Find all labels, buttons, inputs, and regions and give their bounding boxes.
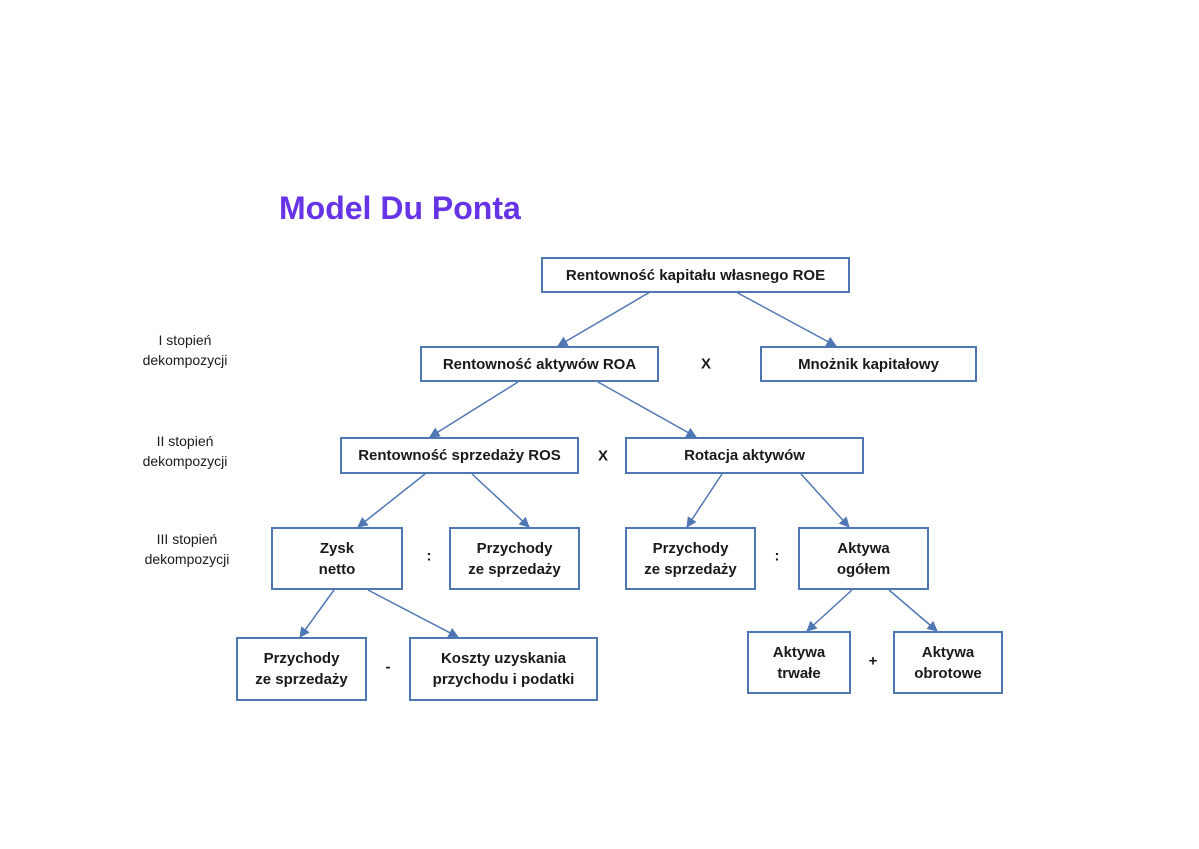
- level-label-3: III stopień dekompozycji: [144, 531, 230, 567]
- node-ros: Rentowność sprzedaży ROS: [340, 437, 579, 474]
- node-przychody-sprzedazy-2: Przychody ze sprzedaży: [625, 527, 756, 590]
- node-aktywa-trwale-label: Aktywa trwałe: [772, 643, 826, 682]
- level-label-1: I stopień dekompozycji: [142, 332, 228, 368]
- edge-ros-przychody: [471, 473, 530, 528]
- node-koszty-label: Koszty uzyskania przychodu i podatki: [432, 650, 575, 688]
- operator-multiply-2: X: [597, 447, 609, 465]
- edge-roe-roa: [557, 291, 651, 347]
- node-aktywa-ogolem-label: Aktywa ogółem: [836, 539, 891, 578]
- operator-divide-1: :: [426, 547, 432, 565]
- node-roa-label: Rentowność aktywów ROA: [442, 355, 637, 373]
- edge-aktywa-trwale: [806, 589, 853, 632]
- node-roa: Rentowność aktywów ROA: [420, 346, 659, 382]
- node-rotacja: Rotacja aktywów: [625, 437, 864, 474]
- node-mnoznik-label: Mnożnik kapitałowy: [798, 355, 939, 373]
- node-roe-label: Rentowność kapitału własnego ROE: [565, 266, 826, 284]
- operator-minus: -: [385, 658, 391, 676]
- operator-divide-2: :: [774, 547, 780, 565]
- edge-roa-rotacja: [597, 381, 697, 438]
- operator-plus: +: [868, 652, 878, 670]
- page-title: Model Du Ponta: [279, 190, 521, 226]
- node-aktywa-ogolem: Aktywa ogółem: [798, 527, 929, 590]
- node-aktywa-obrotowe: Aktywa obrotowe: [893, 631, 1003, 694]
- level-label-2: II stopień dekompozycji: [142, 433, 228, 469]
- edge-roe-mnoznik: [735, 291, 837, 347]
- node-rotacja-label: Rotacja aktywów: [684, 447, 805, 464]
- edge-rotacja-przychody: [686, 473, 723, 528]
- edge-ros-zysk: [357, 473, 426, 528]
- node-zysk-netto: Zysk netto: [271, 527, 403, 590]
- node-przychody-sprzedazy-1: Przychody ze sprzedaży: [449, 527, 580, 590]
- node-koszty: Koszty uzyskania przychodu i podatki: [409, 637, 598, 701]
- node-zysk-netto-label: Zysk netto: [318, 539, 356, 578]
- node-przychody-sprzedazy-3: Przychody ze sprzedaży: [236, 637, 367, 701]
- node-mnoznik: Mnożnik kapitałowy: [760, 346, 977, 382]
- edge-rotacja-aktywa: [800, 473, 850, 528]
- operator-multiply-1: X: [700, 355, 712, 373]
- node-ros-label: Rentowność sprzedaży ROS: [358, 447, 561, 464]
- node-przychody-sprzedazy-3-label: Przychody ze sprzedaży: [255, 650, 348, 688]
- edge-zysk-koszty: [367, 589, 459, 638]
- node-przychody-sprzedazy-2-label: Przychody ze sprzedaży: [644, 539, 737, 578]
- edge-aktywa-obrotowe: [888, 589, 938, 632]
- node-aktywa-trwale: Aktywa trwałe: [747, 631, 851, 694]
- node-roe: Rentowność kapitału własnego ROE: [541, 257, 850, 293]
- edge-zysk-przychody: [299, 589, 335, 638]
- edge-roa-ros: [429, 381, 519, 438]
- node-aktywa-obrotowe-label: Aktywa obrotowe: [914, 643, 982, 682]
- node-przychody-sprzedazy-1-label: Przychody ze sprzedaży: [468, 539, 561, 578]
